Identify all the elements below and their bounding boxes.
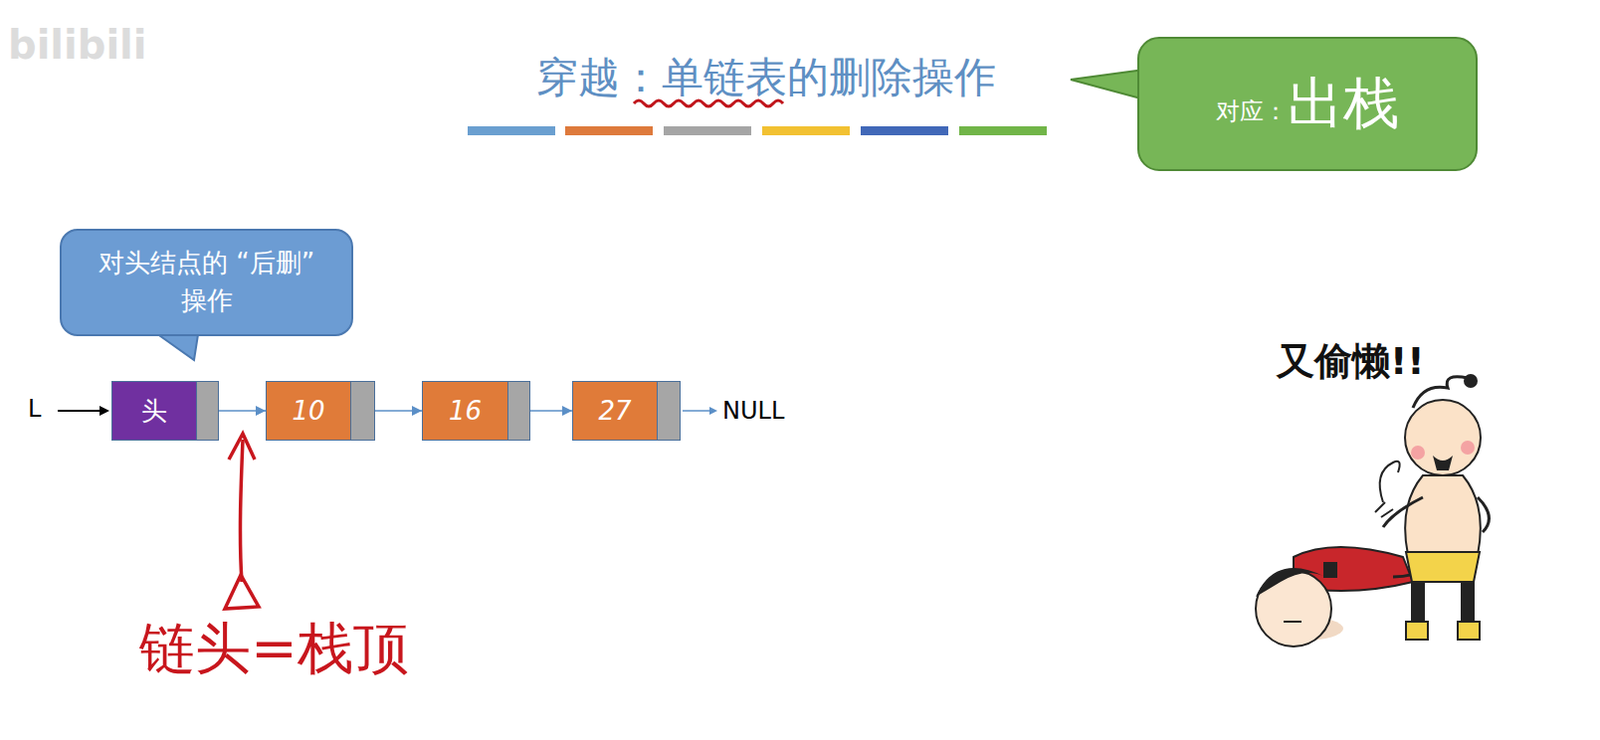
pointer-field	[657, 382, 680, 440]
arrow-head	[562, 405, 573, 416]
arrow-head	[99, 405, 110, 416]
arrow-head	[709, 406, 718, 415]
callout-box: 对头结点的 “后删” 操作	[59, 228, 354, 337]
arrow-head	[255, 405, 266, 416]
hand-arrow-head	[228, 433, 255, 460]
callout-prefix: 对应：	[1215, 95, 1288, 128]
head-pointer-arrow	[57, 409, 104, 412]
data-field: 头	[112, 382, 198, 440]
list-node: 10	[265, 381, 376, 441]
color-bar	[959, 126, 1047, 136]
callout-pointer	[1070, 69, 1145, 100]
null-label: NULL	[722, 397, 785, 425]
callout-main: 出栈	[1287, 66, 1400, 143]
pointer-field	[197, 382, 218, 440]
node-value: 16	[448, 396, 482, 426]
color-bar	[467, 126, 556, 136]
data-field: 10	[266, 382, 352, 440]
callout-box: 对应：出栈	[1137, 36, 1478, 172]
cartoon-caption: 又偷懒!!	[1276, 336, 1425, 388]
arrow-head	[411, 405, 422, 416]
node-value: 头	[141, 394, 168, 429]
callout-text: 对头结点的 “后删” 操作	[85, 244, 328, 320]
pointer-field	[508, 382, 530, 440]
list-node: 27	[572, 381, 681, 441]
hand-triangle	[224, 575, 259, 609]
handwritten-note: 链头=栈顶	[139, 611, 409, 688]
data-field: 27	[573, 382, 658, 440]
color-bar	[565, 126, 653, 136]
data-field: 16	[422, 382, 509, 440]
list-node: 16	[421, 381, 531, 441]
null-arrow	[682, 409, 713, 412]
node-value: 27	[598, 396, 631, 426]
watermark: bilibili	[7, 21, 148, 68]
pointer-field	[351, 382, 375, 440]
color-bar	[762, 126, 850, 136]
hand-arrow	[239, 439, 243, 583]
color-bar	[860, 126, 949, 136]
list-node: 头	[111, 381, 219, 441]
cartoon	[1255, 374, 1489, 647]
pointer-label: L	[27, 395, 41, 423]
color-bar	[663, 126, 752, 136]
node-value: 10	[291, 396, 325, 426]
